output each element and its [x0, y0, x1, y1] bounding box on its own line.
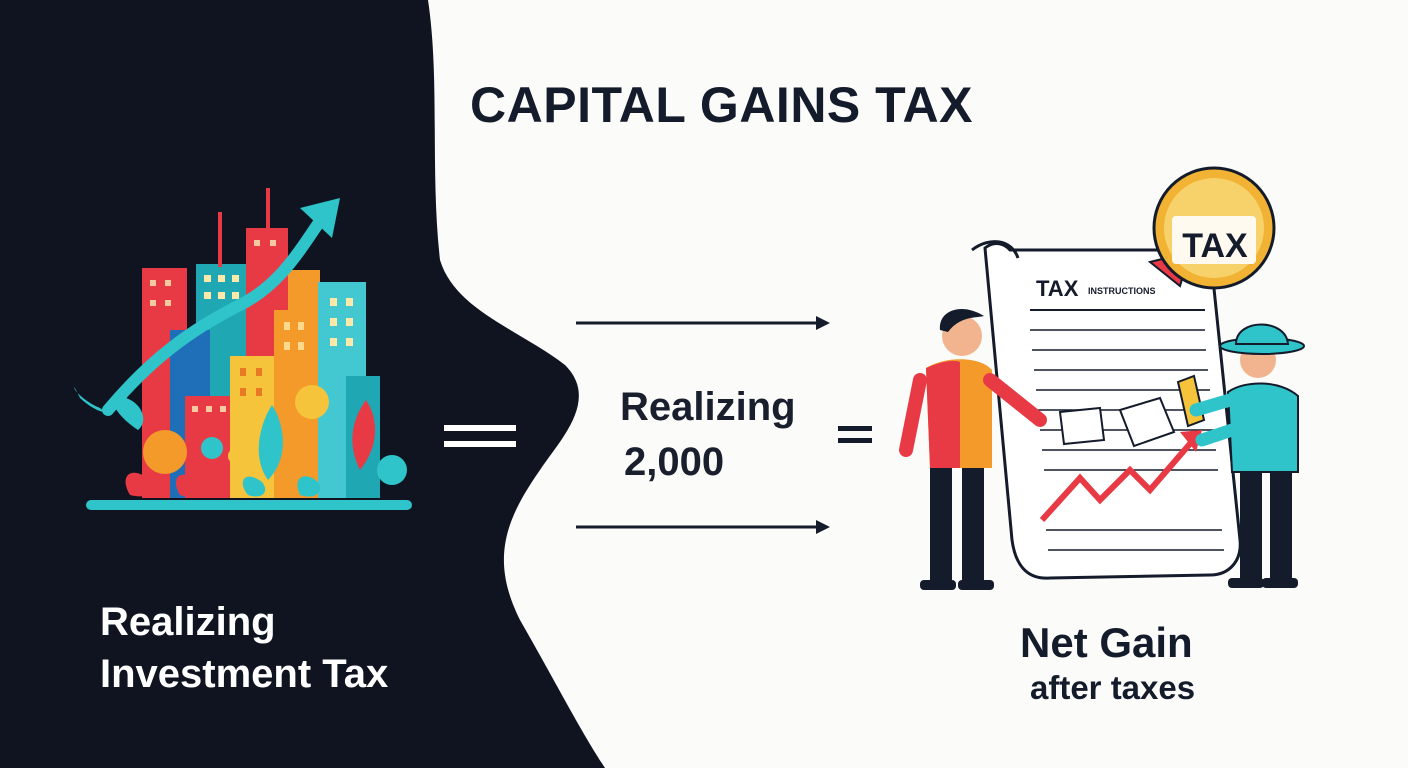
- middle-text-line1: Realizing: [620, 385, 796, 429]
- tax-document-illustration: [971, 240, 1242, 580]
- tree: [201, 437, 223, 459]
- building: [346, 338, 353, 346]
- person-left: [899, 308, 1047, 590]
- tax-document: [983, 242, 1242, 580]
- document-heading: TAX: [1036, 276, 1079, 301]
- person-shoes: [958, 580, 994, 590]
- arrow-right-icon: [816, 520, 830, 534]
- tree: [125, 472, 154, 497]
- building: [284, 342, 290, 350]
- tree: [295, 385, 329, 419]
- document-subheading: INSTRUCTIONS: [1088, 286, 1156, 296]
- person-arm: [1189, 393, 1237, 417]
- tree: [297, 476, 320, 497]
- growth-arrow: [102, 212, 328, 416]
- building: [165, 280, 171, 286]
- person-shirt: [926, 360, 960, 468]
- building: [266, 188, 270, 230]
- tree: [352, 400, 376, 470]
- equals-sign-left: [444, 441, 516, 447]
- building: [204, 292, 211, 299]
- building: [232, 292, 239, 299]
- building: [270, 240, 276, 246]
- building: [218, 292, 225, 299]
- building: [330, 318, 337, 326]
- person-shoes: [1228, 578, 1264, 588]
- building: [284, 322, 290, 330]
- paper-slip: [1058, 406, 1106, 446]
- middle-text: Realizing 2,000: [620, 380, 796, 490]
- building: [150, 280, 156, 286]
- building: [330, 338, 337, 346]
- tree: [143, 430, 187, 474]
- person-hair: [939, 308, 984, 332]
- city-illustration: [74, 188, 412, 510]
- arrow-right-icon: [816, 316, 830, 330]
- building: [165, 300, 171, 306]
- tree: [175, 474, 200, 497]
- trend-line: [1039, 436, 1198, 523]
- building: [346, 298, 353, 306]
- right-caption-line2: after taxes: [1030, 669, 1196, 706]
- equals-sign-left: [444, 425, 516, 431]
- tax-badge: [1147, 166, 1276, 290]
- left-caption-line2: Investment Tax: [100, 652, 389, 696]
- tree: [74, 387, 104, 412]
- person-legs: [930, 468, 952, 583]
- building: [330, 298, 337, 306]
- paper-slip: [1118, 396, 1176, 448]
- building: [240, 368, 246, 376]
- equals-sign-middle: [838, 438, 872, 443]
- person-arm: [983, 373, 1047, 427]
- person-legs: [1240, 472, 1262, 582]
- building: [192, 406, 198, 412]
- tree: [228, 448, 244, 464]
- building: [220, 406, 226, 412]
- building: [218, 212, 222, 267]
- person-arm: [1195, 423, 1239, 447]
- tree: [377, 455, 407, 485]
- person-legs: [962, 468, 984, 583]
- right-caption-line1: Net Gain: [1020, 619, 1193, 666]
- equals-sign-middle: [838, 426, 872, 431]
- building: [346, 318, 353, 326]
- building: [256, 368, 262, 376]
- building: [218, 275, 225, 282]
- middle-text-line2: 2,000: [624, 440, 725, 484]
- left-caption: Realizing Investment Tax: [100, 596, 388, 700]
- tax-document: [971, 240, 1020, 259]
- building: [206, 406, 212, 412]
- ground-line: [86, 500, 412, 510]
- building: [298, 322, 304, 330]
- tree: [113, 396, 144, 430]
- badge-text: TAX: [1182, 227, 1248, 265]
- building: [150, 300, 156, 306]
- page-title: CAPITAL GAINS TAX: [470, 77, 973, 133]
- building: [232, 275, 239, 282]
- building: [256, 388, 262, 396]
- growth-arrow-head: [300, 198, 340, 238]
- tree: [242, 476, 266, 497]
- left-caption-line1: Realizing: [100, 600, 276, 644]
- trend-arrow-head: [1180, 430, 1202, 452]
- building: [204, 275, 211, 282]
- building: [240, 388, 246, 396]
- person-shoes: [1262, 578, 1298, 588]
- right-caption: Net Gain after taxes: [1020, 618, 1195, 708]
- person-shirt: [1226, 382, 1299, 473]
- building: [298, 342, 304, 350]
- tax-coin: [1172, 216, 1256, 264]
- hat: [1234, 323, 1290, 345]
- person-shoes: [920, 580, 956, 590]
- person-arm: [899, 373, 927, 457]
- tree: [258, 405, 283, 480]
- person-legs: [1270, 472, 1292, 582]
- building: [254, 240, 260, 246]
- person-right: [1189, 323, 1305, 588]
